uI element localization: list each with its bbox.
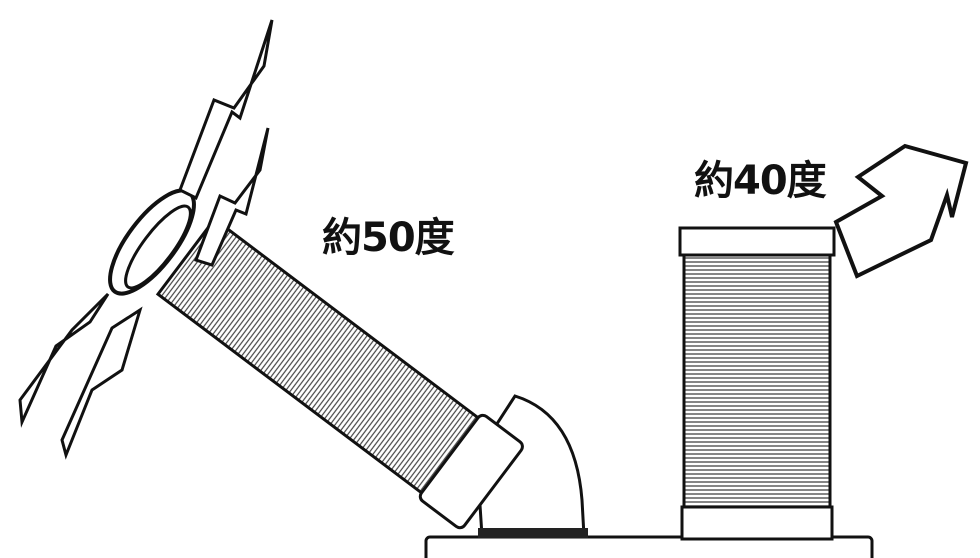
air-in-arrow-1 [178, 19, 274, 201]
base-plate [424, 535, 874, 558]
air-in-arrow-2 [194, 127, 270, 267]
outlet-arrow [833, 143, 969, 279]
left-hose-angle-label: 約50度 [322, 215, 455, 261]
left-hose [155, 217, 524, 530]
air-in-arrow-4 [60, 306, 143, 460]
right-hose [678, 226, 836, 541]
right-hose-bottom-cuff [680, 505, 834, 541]
right-hose-angle-label: 約40度 [694, 158, 827, 204]
air-in-arrow-3 [18, 292, 110, 428]
inlet-fitting [108, 188, 196, 296]
right-hose-body [682, 250, 832, 512]
left-hose-end-cuff [418, 413, 524, 530]
right-hose-top-cuff [678, 226, 836, 257]
